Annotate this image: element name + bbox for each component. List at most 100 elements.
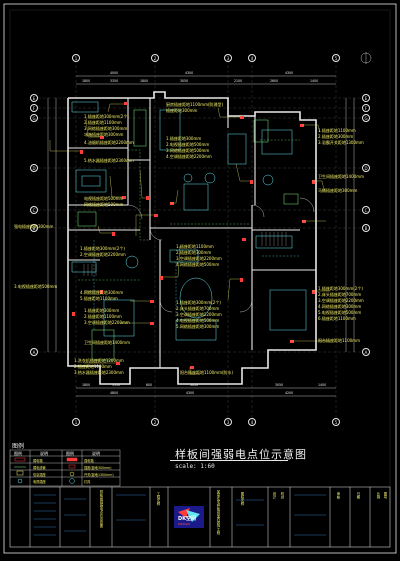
- note-left-7: 电视插座距地500mm: [84, 196, 124, 201]
- company-logo: [174, 506, 204, 528]
- title-block-cell-8: 图号: [383, 492, 387, 499]
- note-left-16: 2.插座距地1100mm: [84, 314, 122, 319]
- grid-bubble-right-e: E: [362, 94, 370, 102]
- title-block-cell-3: 设计: [272, 492, 276, 499]
- dim-bottom-outer-2: 4300: [186, 391, 195, 395]
- dim-top-inner-3: 1800: [140, 79, 149, 83]
- note-left-6: 5.热水器插座距地2300mm: [84, 158, 134, 163]
- legend-desc-3b: 开关(距地1300mm): [84, 473, 114, 477]
- note-right-12: 阳台插座距地1100mm: [318, 338, 360, 343]
- note-center-3: 1.插座距地300mm: [166, 136, 202, 141]
- note-left-11: 2.空调插座距地2200mm: [80, 252, 126, 257]
- title-block-project: 某某住宅样板间室内装饰工程: [216, 490, 220, 535]
- dim-top-outer-3: 4300: [285, 71, 294, 75]
- legend-header-desc-1: 说明: [40, 451, 48, 456]
- title-block: [9, 486, 391, 548]
- grid-bubble-left-g: G: [30, 114, 38, 122]
- grid-bubble-bottom-3: 3: [224, 418, 232, 426]
- note-center-6: 4.空调插座距地2200mm: [166, 154, 212, 159]
- dim-top-outer-1: 4000: [110, 71, 119, 75]
- note-left-10: 1.插座距地300mm(2个): [80, 246, 125, 251]
- note-left-2: 2.插座距地1100mm: [84, 120, 122, 125]
- note-center-11: 1.插座距地300mm(2个): [176, 300, 221, 305]
- grid-bubble-right-d: D: [362, 164, 370, 172]
- legend-header-symbol-1: 图例: [14, 451, 22, 456]
- note-left-8: 网络插座距地500mm: [84, 202, 124, 207]
- dim-top-inner-6: 2600: [270, 79, 279, 83]
- legend-header-desc-2: 说明: [92, 451, 100, 456]
- note-center-13: 3.空调插座距地2200mm: [176, 312, 222, 317]
- note-left-5: 4.油烟机插座距地2200mm: [84, 140, 134, 145]
- note-center-5: 3.网络插座距地500mm: [166, 148, 210, 153]
- note-center-12: 2.床头插座距地700mm: [176, 306, 220, 311]
- legend-desc-1b: 强电箱: [84, 459, 94, 463]
- note-center-14: 4.电视插座距地500mm: [176, 318, 220, 323]
- dimension-lines: [47, 75, 355, 397]
- grid-bubble-left-d: D: [30, 164, 38, 172]
- exterior-walls: [67, 91, 317, 385]
- note-right-10: 5.电视插座距地500mm: [318, 310, 362, 315]
- interior-walls: [68, 98, 316, 368]
- note-center-8: 2.插座距地300mm: [176, 250, 212, 255]
- note-right-9: 4.网络插座距地300mm: [318, 304, 362, 309]
- note-right-7: 2.床头插座距地700mm: [318, 292, 362, 297]
- legend-desc-4a: 电视插座: [33, 480, 46, 484]
- note-center-7: 1.插座距地1100mm: [176, 244, 214, 249]
- grid-bubble-top-4: 4: [248, 54, 256, 62]
- note-left-14: 5.插座距地1100mm: [80, 296, 118, 301]
- grid-bubble-top-2: 2: [151, 54, 159, 62]
- legend-desc-2a: 弱电线管: [33, 466, 46, 470]
- dim-bottom-outer-1: 4800: [110, 391, 119, 395]
- title-underline: [170, 460, 288, 461]
- grid-bubble-left-e: E: [30, 94, 38, 102]
- grid-bubble-right-c: C: [362, 206, 370, 214]
- sanitary-fixtures: [77, 109, 299, 361]
- note-right-4: 卫生间插座距地1400mm: [318, 174, 364, 179]
- compass-marker: [360, 52, 372, 64]
- note-right-6: 1.插座距地300mm(2个): [318, 286, 363, 291]
- legend-desc-1a: 弱电箱: [33, 459, 43, 463]
- dim-top-inner-5: 2100: [234, 79, 243, 83]
- cabinet-hatch: [83, 232, 287, 276]
- grid-bubble-left-b: B: [30, 224, 38, 232]
- dim-bottom-inner-1: 1800: [82, 383, 91, 387]
- grid-bubble-right-a: A: [362, 348, 370, 356]
- leader-lines: [49, 103, 330, 375]
- note-center-15: 5.网络插座距地300mm: [176, 324, 220, 329]
- dim-bottom-inner-6: 1400: [318, 383, 327, 387]
- dim-top-inner-4: 3050: [180, 79, 189, 83]
- note-left-17: 3.空调插座距地2200mm: [84, 320, 130, 325]
- note-right-3: 3.浴霸开关距地1300mm: [318, 140, 364, 145]
- note-center-10: 4.网络插座距地500mm: [176, 262, 220, 267]
- title-block-cell-2: 图纸名称: [240, 492, 244, 506]
- note-left-15: 1.插座距地300mm: [84, 308, 120, 313]
- grid-bubble-left-a: A: [30, 348, 38, 356]
- dim-bottom-inner-3: 600: [146, 383, 153, 387]
- title-block-cell-5: 审核: [336, 492, 340, 499]
- grid-bubble-bottom-2: 2: [151, 418, 159, 426]
- note-center-1: 厨房插座距地1100mm(防溅型): [166, 102, 224, 107]
- note-right-5: 马桶插座距地300mm: [318, 188, 358, 193]
- title-block-drawing-name: 样板间强弱电点位示意图: [99, 490, 103, 528]
- grid-bubble-right-f: F: [362, 104, 370, 112]
- note-center-4: 2.电视插座距地500mm: [166, 142, 210, 147]
- legend-desc-2b: 插座(距地300mm): [84, 466, 112, 470]
- legend-desc-3a: 信息插座: [33, 473, 46, 477]
- grid-bubble-top-3: 3: [224, 54, 232, 62]
- note-left-13: 4.网络插座距地300mm: [80, 290, 124, 295]
- strong-current-runs: [93, 240, 300, 330]
- grid-bubble-right-g: G: [362, 114, 370, 122]
- power-outlets: [72, 102, 315, 369]
- grid-bubble-bottom-1: 1: [72, 418, 80, 426]
- drawing-title: 样板间强弱电点位示意图: [175, 448, 307, 461]
- title-block-cell-7: 比例: [376, 492, 380, 499]
- dim-top-outer-2: 4300: [185, 71, 194, 75]
- drawing-scale: scale: 1:60: [175, 463, 215, 470]
- dim-bottom-inner-4: 3050: [190, 383, 199, 387]
- note-center-9: 3.空调插座距地2200mm: [176, 256, 222, 261]
- legend-table: [9, 449, 121, 487]
- note-left-3: 3.网络插座距地300mm: [84, 126, 128, 131]
- furniture: [71, 101, 307, 341]
